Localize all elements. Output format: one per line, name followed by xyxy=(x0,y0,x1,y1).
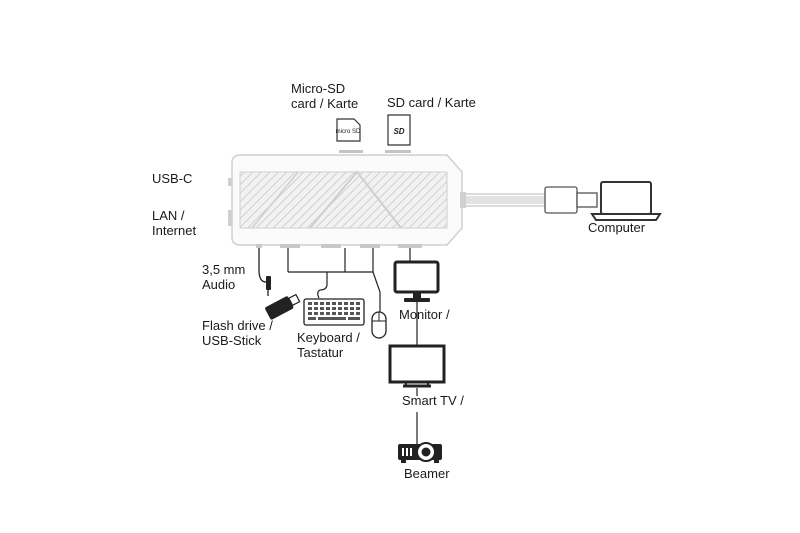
keyboard-label-line-1: Keyboard / xyxy=(297,330,360,345)
mouse-icon xyxy=(371,292,387,339)
audio-port xyxy=(256,244,262,248)
sd-logo: SD xyxy=(393,127,404,136)
audio-label-line-1: 3,5 mm xyxy=(202,262,246,277)
usb-c-label: USB-C xyxy=(152,171,193,186)
smart-tv-icon xyxy=(388,344,446,388)
usb-c-cable xyxy=(460,186,598,214)
sd-card-label: SD card / Karte xyxy=(387,95,476,110)
keyboard-label: Keyboard / Tastatur xyxy=(297,330,360,360)
audio-label: 3,5 mm Audio xyxy=(202,262,245,292)
beamer-label: Beamer xyxy=(404,466,450,481)
micro-sd-card-icon: micro SD xyxy=(336,118,361,142)
monitor-icon xyxy=(393,260,440,302)
flash-drive-label-line-1: Flash drive / xyxy=(202,318,273,333)
micro-sd-logo: micro SD xyxy=(336,129,361,135)
sd-slot xyxy=(385,150,411,153)
computer-label: Computer xyxy=(588,220,646,235)
flash-drive-label: Flash drive / USB-Stick xyxy=(202,318,273,348)
keyboard-icon xyxy=(303,272,365,326)
usb-port-1 xyxy=(280,244,300,248)
flash-drive-icon xyxy=(265,293,301,320)
audio-plug-icon xyxy=(258,248,271,296)
beamer-icon xyxy=(398,442,442,463)
usb-port-2 xyxy=(321,244,341,248)
hdmi-port xyxy=(398,244,422,248)
smart-tv-label: Smart TV / xyxy=(402,393,464,408)
micro-sd-label-line-2: card / Karte xyxy=(291,96,359,111)
lan-label-line-1: LAN / xyxy=(152,208,185,223)
usb-hub xyxy=(231,154,463,246)
monitor-label: Monitor / xyxy=(399,307,450,322)
flash-drive-label-line-2: USB-Stick xyxy=(202,333,262,348)
micro-sd-label: Micro-SD card / Karte xyxy=(291,81,358,111)
laptop-icon xyxy=(590,181,662,221)
lan-port xyxy=(228,210,232,226)
usb-port-3 xyxy=(360,244,380,248)
sd-card-icon: SD xyxy=(387,114,411,146)
lan-label-line-2: Internet xyxy=(152,223,197,238)
connection-lines xyxy=(287,248,418,444)
lan-label: LAN / Internet xyxy=(152,208,196,238)
usb-c-port xyxy=(228,178,232,186)
audio-label-line-2: Audio xyxy=(202,277,236,292)
keyboard-label-line-2: Tastatur xyxy=(297,345,344,360)
micro-sd-label-line-1: Micro-SD xyxy=(291,81,346,96)
micro-sd-slot xyxy=(339,150,363,153)
